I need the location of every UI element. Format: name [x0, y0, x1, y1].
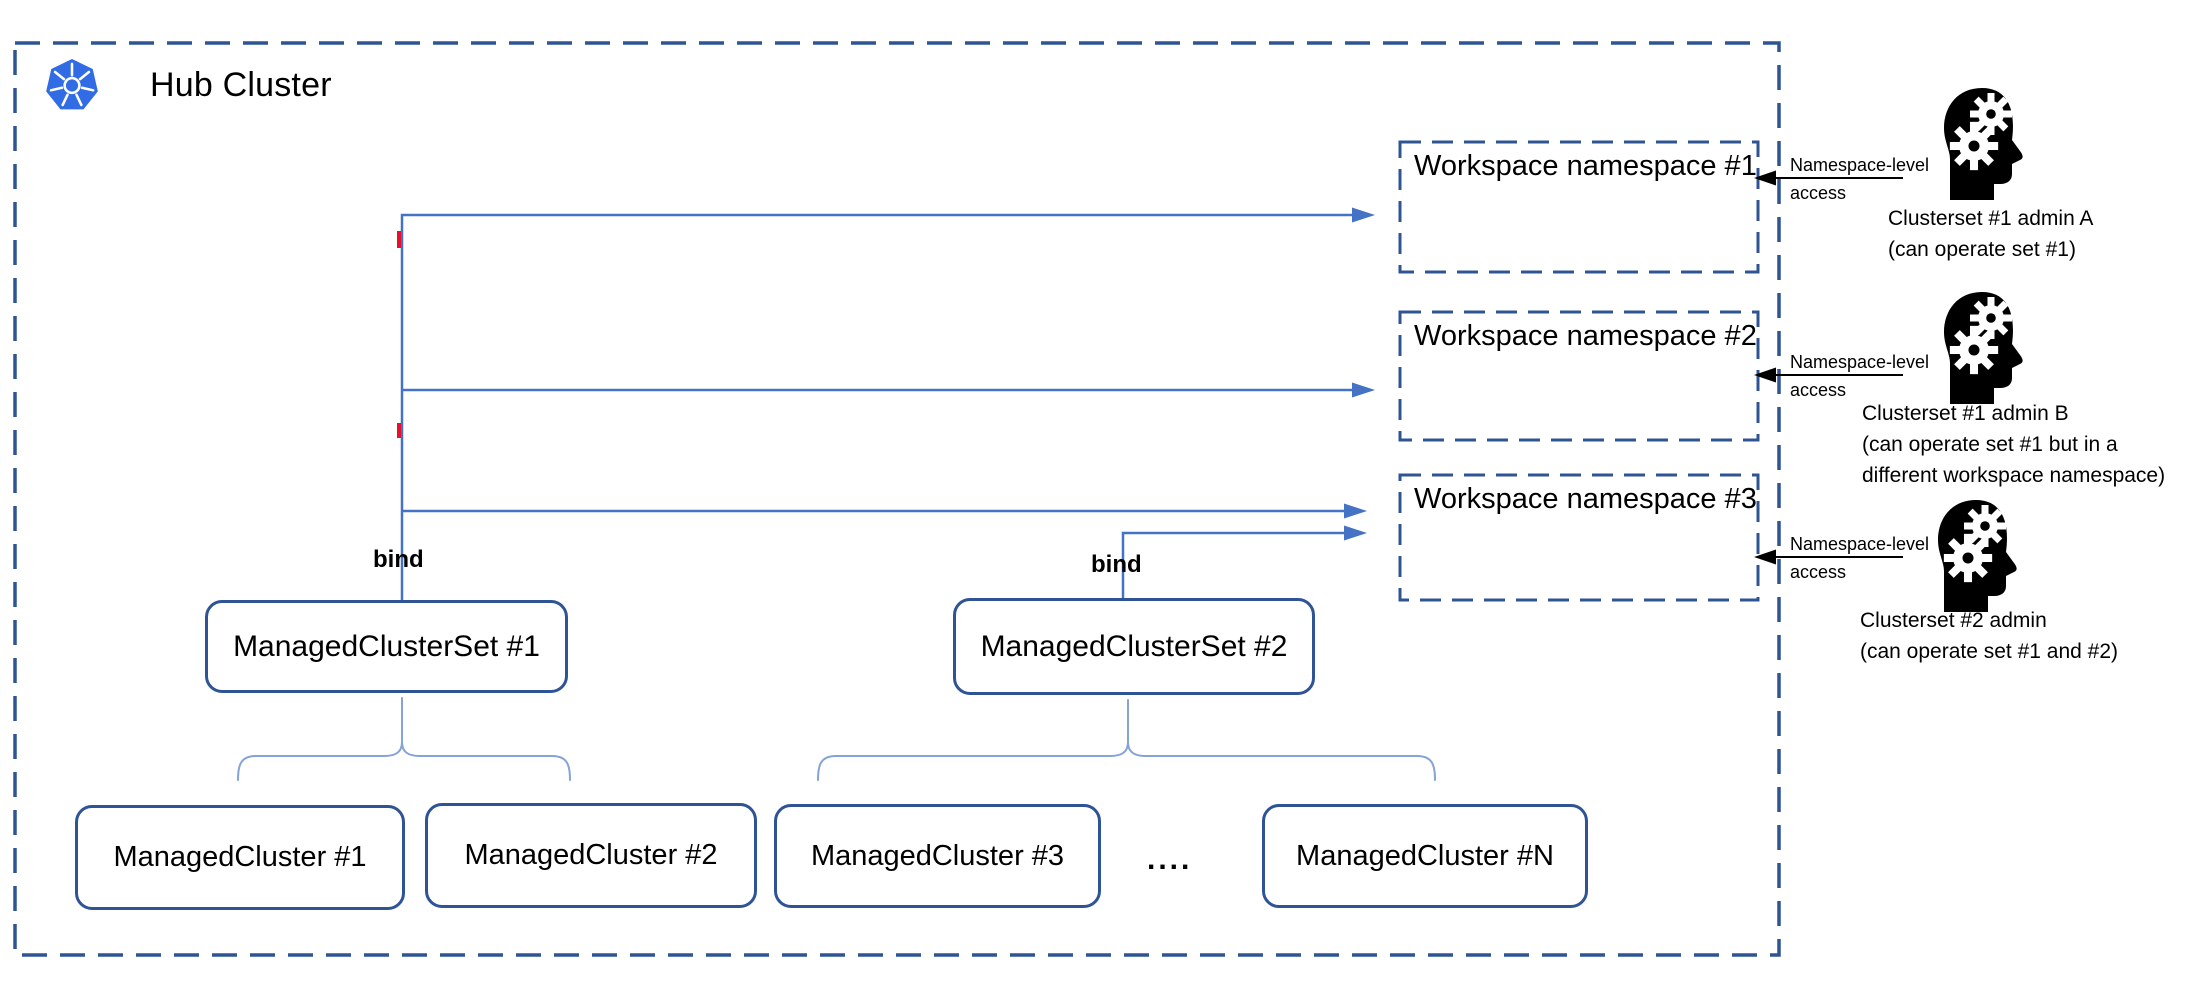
managedcluster-n-label: ManagedCluster #N — [1296, 839, 1554, 872]
red-mark — [397, 423, 401, 438]
managedcluster-2-label: ManagedCluster #2 — [464, 839, 718, 871]
arrow-left-icon — [1754, 170, 1776, 186]
arrow-right-icon — [1344, 525, 1367, 541]
workspace-namespace-2-label: Workspace namespace #2 — [1414, 320, 1757, 352]
brace-clusterset1 — [237, 741, 571, 781]
arrow-right-icon — [1344, 503, 1367, 519]
managedcluster-1-box: ManagedCluster #1 — [75, 805, 405, 910]
head-with-gears-icon — [1936, 84, 2040, 200]
arrow-right-icon — [1352, 382, 1375, 398]
arrow-left-icon — [1754, 549, 1776, 565]
access-arrow-lines — [1776, 177, 1903, 558]
clusterset1-bind-line — [400, 213, 1352, 600]
managedclusterset-2-box: ManagedClusterSet #2 — [953, 598, 1315, 695]
access-label-1-line2: access — [1790, 183, 1847, 203]
managedclusterset-1-label: ManagedClusterSet #1 — [233, 629, 540, 663]
managedcluster-1-label: ManagedCluster #1 — [113, 841, 367, 873]
arrow-right-icon — [1352, 207, 1375, 223]
workspace-namespace-3-label: Workspace namespace #3 — [1414, 483, 1757, 515]
clusterset1-connectors — [400, 213, 1352, 600]
workspace-namespace-2-box — [1398, 310, 1760, 442]
kubernetes-logo-icon — [46, 58, 98, 110]
managedcluster-2-box: ManagedCluster #2 — [425, 803, 757, 908]
workspace-namespace-3-box — [1398, 473, 1760, 602]
clusters-ellipsis: .... — [1147, 843, 1193, 876]
admin-c-caption: Clusterset #2 admin (can operate set #1 … — [1860, 609, 2119, 663]
managedclusterset-2-label: ManagedClusterSet #2 — [980, 629, 1288, 663]
head-with-gears-icon — [1936, 288, 2040, 404]
access-label-2-line1: Namespace-level — [1790, 352, 1930, 372]
managedcluster-n-box: ManagedCluster #N — [1262, 804, 1588, 908]
brace-clusterset2 — [817, 741, 1436, 781]
admin-b-caption: Clusterset #1 admin B (can operate set #… — [1862, 402, 2166, 487]
managedcluster-3-box: ManagedCluster #3 — [774, 804, 1101, 908]
managedcluster-3-label: ManagedCluster #3 — [810, 839, 1065, 872]
hub-cluster-title: Hub Cluster — [150, 66, 332, 104]
admin-a-caption: Clusterset #1 admin A (can operate set #… — [1888, 207, 2094, 261]
hub-cluster-border — [13, 41, 1781, 957]
bind-label-2: bind — [1091, 551, 1142, 578]
bind-label-1: bind — [373, 546, 424, 573]
workspace-namespace-1-label: Workspace namespace #1 — [1414, 150, 1757, 182]
access-label-1-line1: Namespace-level — [1790, 155, 1930, 175]
clusterset1-arrowheads — [1344, 207, 1375, 519]
access-label-2-line2: access — [1790, 380, 1847, 400]
arrow-left-icon — [1754, 367, 1776, 383]
head-with-gears-icon — [1930, 496, 2034, 612]
managedclusterset-1-box: ManagedClusterSet #1 — [205, 600, 568, 693]
workspace-namespace-1-box — [1398, 140, 1760, 274]
red-mark — [397, 231, 401, 248]
clusterset2-bind-line — [1121, 531, 1344, 598]
access-label-3-line2: access — [1790, 562, 1847, 582]
grouping-braces — [237, 697, 1436, 781]
access-label-3-line1: Namespace-level — [1790, 534, 1930, 554]
access-arrowheads — [1754, 170, 1776, 565]
